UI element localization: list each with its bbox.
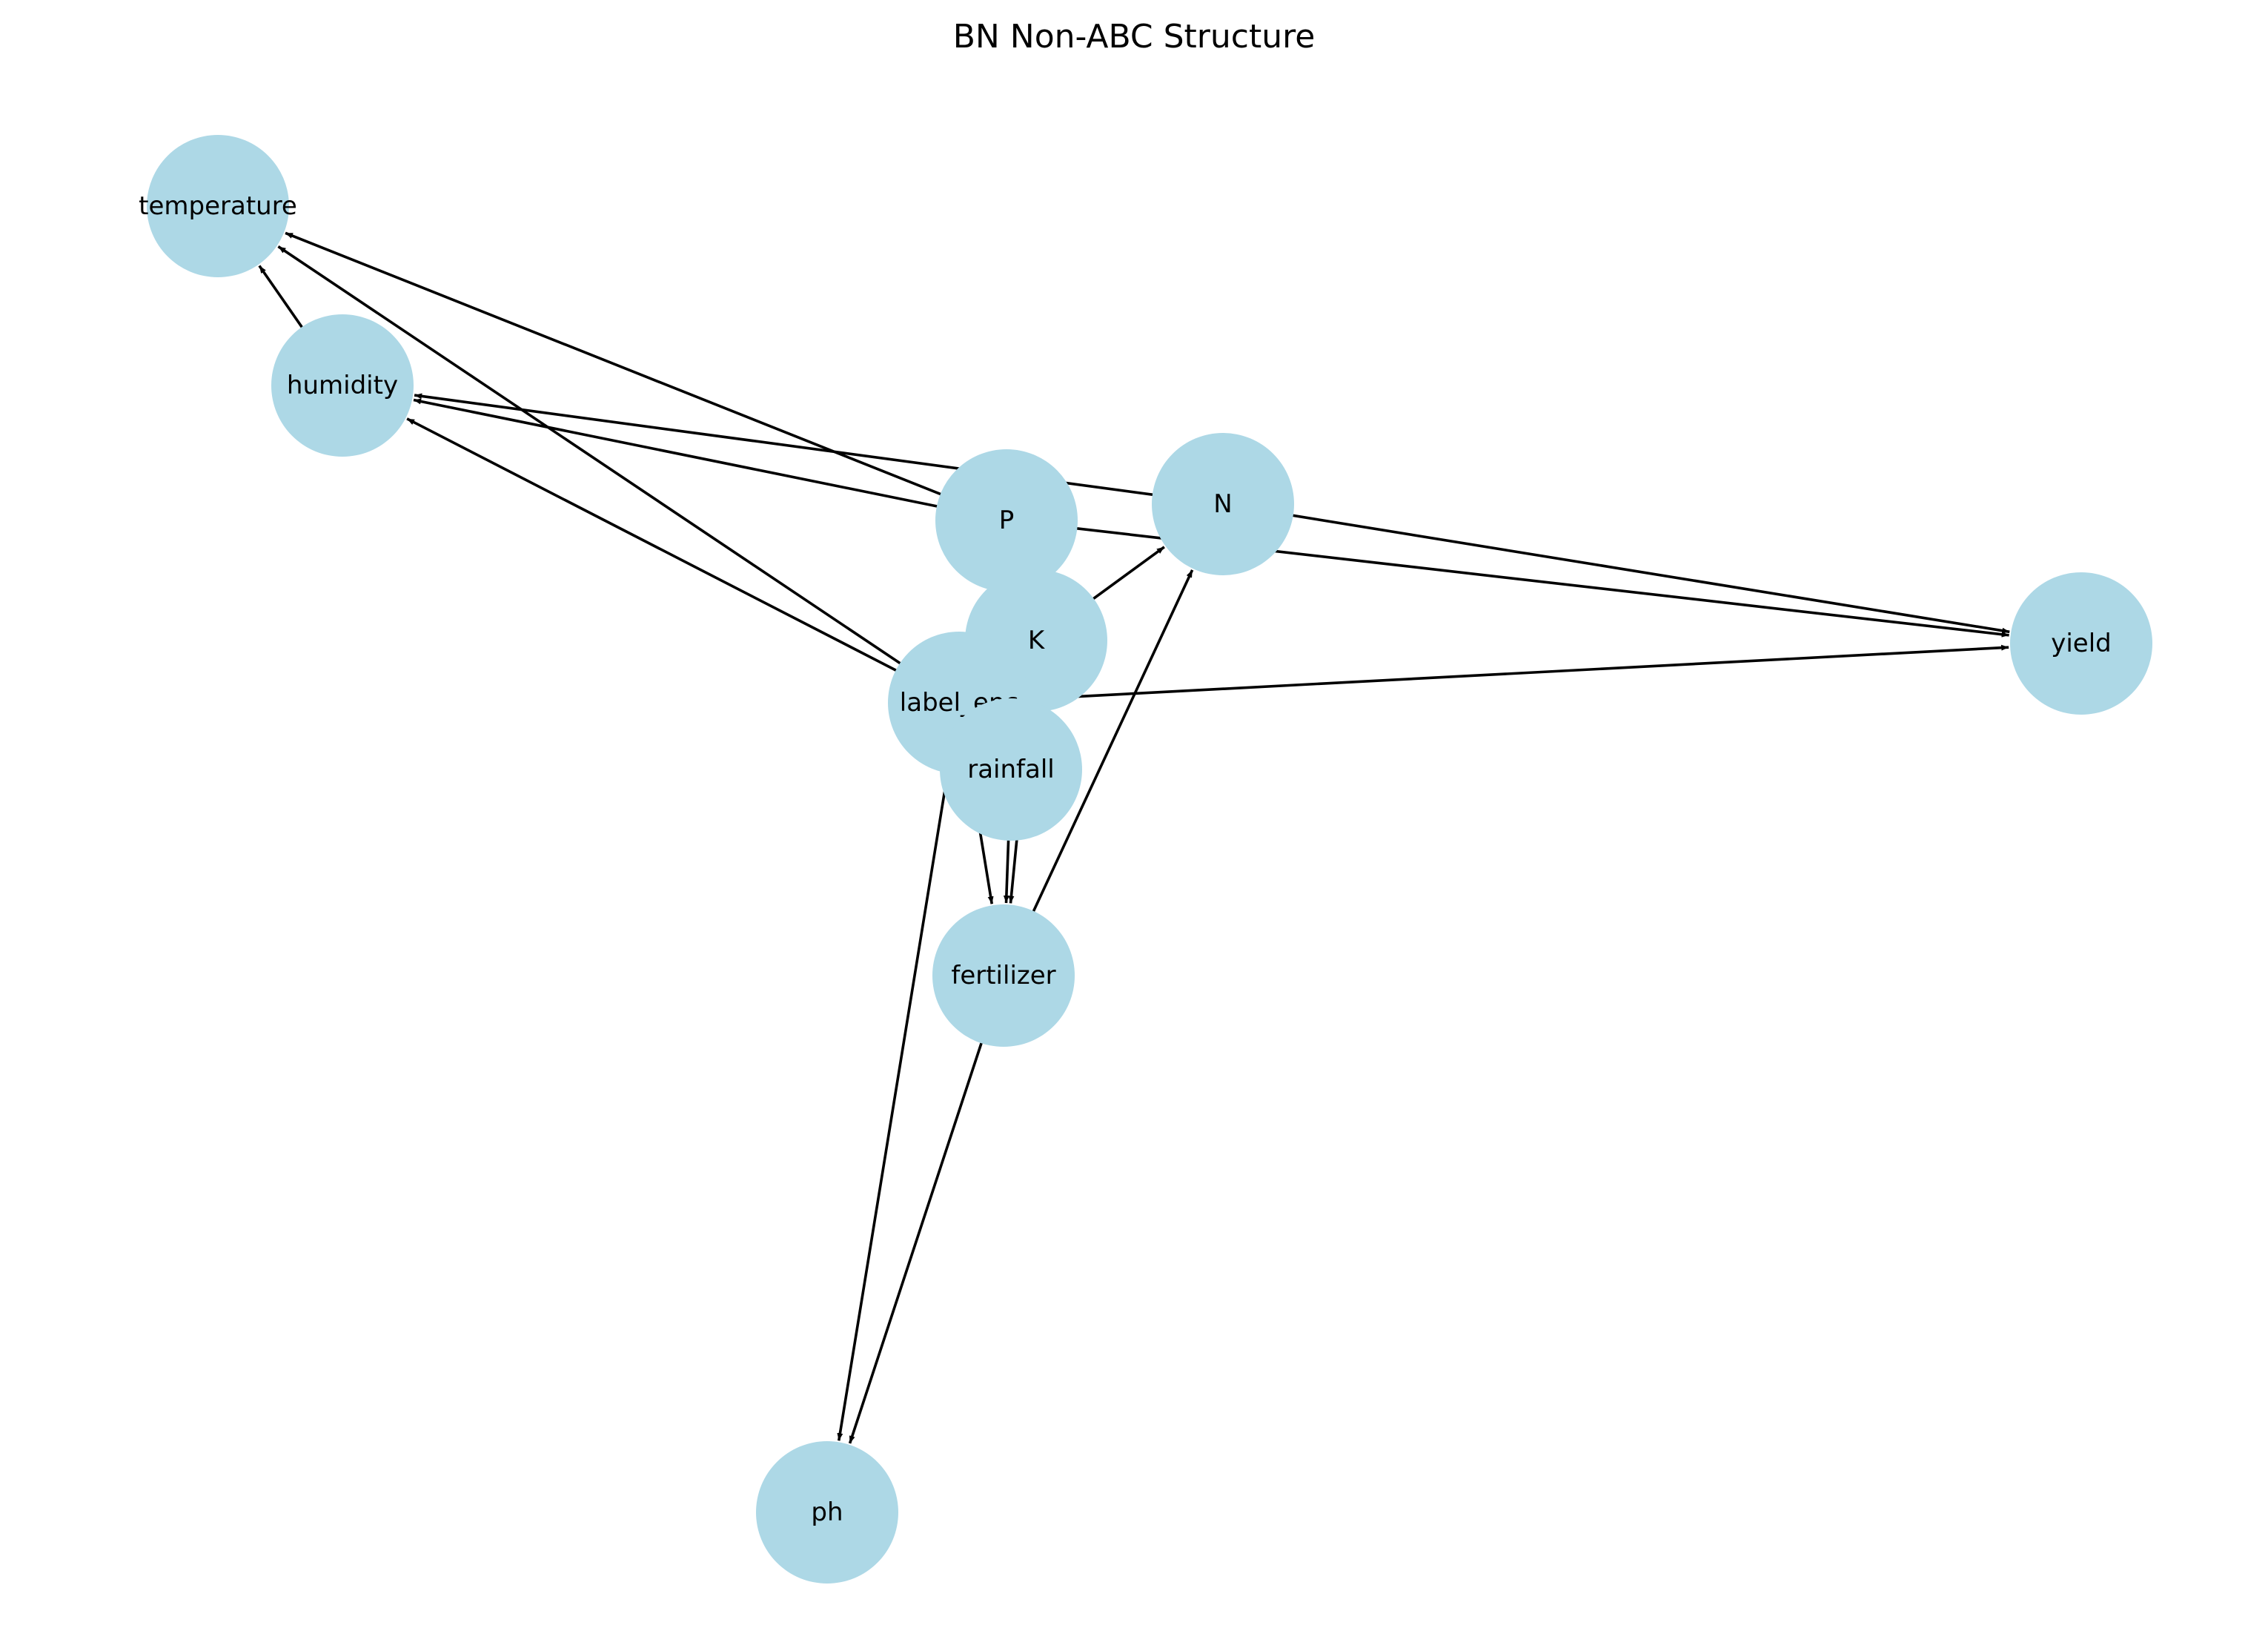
- node-circle-ph: [756, 1441, 898, 1584]
- node-label-temperature: temperature: [139, 191, 297, 221]
- node-label-P: P: [999, 506, 1015, 535]
- node-circle-N: [1152, 433, 1294, 575]
- edge-label_enc-to-ph: [837, 716, 958, 1441]
- edge-fertilizer-to-ph: [848, 988, 1001, 1444]
- node-P: P: [935, 449, 1078, 592]
- edge-label_enc-to-yield: [973, 644, 2009, 704]
- node-label-N: N: [1213, 489, 1232, 519]
- node-label-K: K: [1028, 626, 1046, 655]
- node-circle-fertilizer: [932, 904, 1075, 1047]
- edge-fertilizer-to-N: [1008, 569, 1194, 964]
- edge-N-to-yield: [1236, 505, 2010, 634]
- edge-N-to-humidity: [414, 393, 1210, 504]
- edge-P-to-humidity: [413, 398, 993, 519]
- node-label-humidity: humidity: [287, 371, 398, 400]
- diagram-title: BN Non-ABC Structure: [953, 18, 1316, 56]
- node-circle-P: [935, 449, 1078, 592]
- node-circle-temperature: [147, 135, 289, 277]
- node-label-yield: yield: [2051, 629, 2112, 658]
- node-yield: yield: [2010, 572, 2152, 715]
- node-ph: ph: [756, 1441, 898, 1584]
- node-circle-rainfall: [940, 698, 1082, 841]
- node-N: N: [1152, 433, 1294, 575]
- nodes-layer: temperaturehumidityPNKlabel_encrainfallf…: [139, 135, 2152, 1584]
- node-label-fertilizer: fertilizer: [951, 961, 1055, 990]
- node-fertilizer: fertilizer: [932, 904, 1075, 1047]
- node-rainfall: rainfall: [940, 698, 1082, 841]
- node-humidity: humidity: [271, 314, 414, 457]
- node-label-rainfall: rainfall: [967, 755, 1055, 784]
- edge-label_enc-to-temperature: [277, 245, 949, 696]
- node-circle-humidity: [271, 314, 414, 457]
- edge-label_enc-to-humidity: [406, 417, 947, 698]
- edge-P-to-temperature: [285, 231, 994, 517]
- node-circle-yield: [2010, 572, 2152, 715]
- node-label-ph: ph: [811, 1498, 843, 1527]
- node-temperature: temperature: [139, 135, 297, 277]
